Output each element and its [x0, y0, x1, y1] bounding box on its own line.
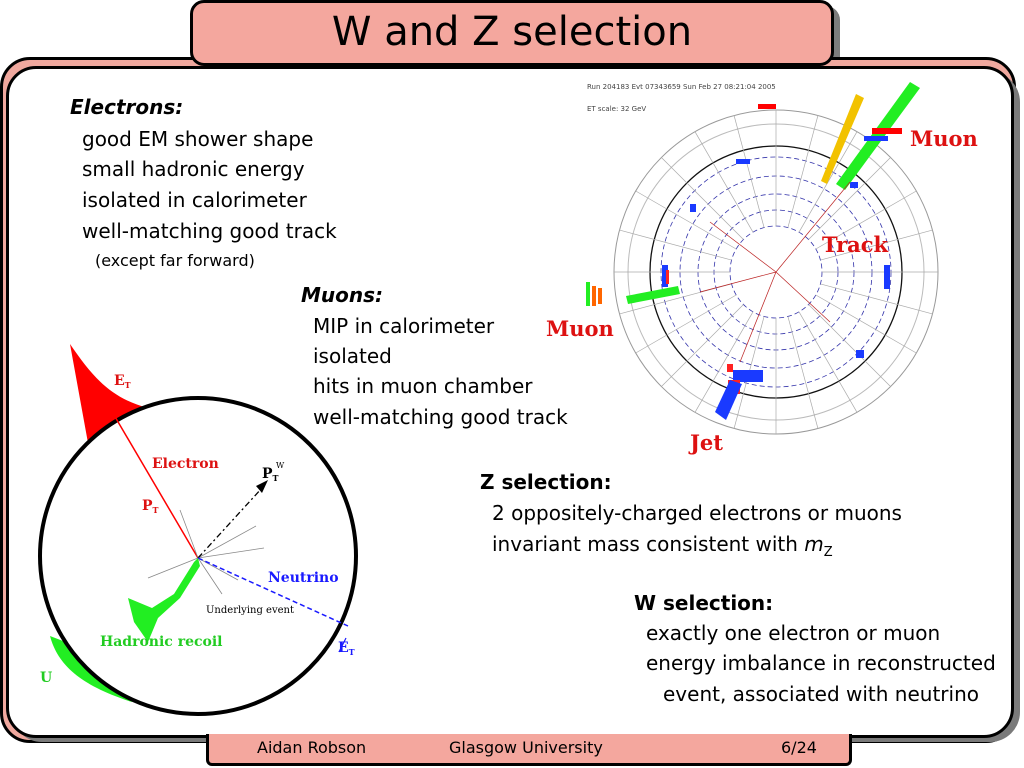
label-underlying-event: Underlying event — [206, 605, 294, 616]
muons-item-2: isolated — [313, 344, 392, 368]
label-track: Track — [822, 232, 889, 257]
footer-page-number: 6/24 — [781, 738, 817, 757]
detector-spoke — [694, 311, 754, 413]
ptw-arrowhead — [256, 480, 268, 493]
electrons-heading: Electrons: — [70, 95, 184, 119]
event-display-header-run: Run 204183 Evt 07343659 Sun Feb 27 08:21… — [587, 83, 776, 91]
calorimeter-towers — [662, 159, 890, 420]
w-selection-line3: event, associated with neutrino — [663, 682, 979, 706]
z-selection-line2: invariant mass consistent with mZ — [492, 529, 833, 568]
scale-marker — [758, 104, 776, 109]
detector-spoke — [694, 131, 754, 233]
missing-et-slash — [338, 637, 347, 653]
hadronic-recoil-arrow — [128, 558, 200, 642]
w-event-diagram: ET Electron PT PT W Neutrino Underlying … — [38, 344, 358, 716]
detector-spoke — [820, 283, 933, 315]
label-missing-et: ET — [338, 640, 355, 657]
detector-spoke — [661, 157, 744, 240]
detector-spoke — [808, 157, 891, 240]
electrons-item-3: isolated in calorimeter — [82, 188, 307, 212]
underlying-event-lines — [147, 509, 265, 595]
ptw-arrow — [197, 487, 263, 559]
z-selection-heading: Z selection: — [480, 470, 612, 494]
detector-spoke — [733, 115, 765, 228]
label-jet: Jet — [688, 430, 723, 455]
event-display-image: Run 204183 Evt 07343659 Sun Feb 27 08:21… — [546, 82, 978, 455]
event-display-header-scale: ET scale: 32 GeV — [587, 105, 646, 113]
detector-spoke — [815, 190, 917, 250]
et-electron-shape — [70, 344, 148, 454]
title-tab: W and Z selection — [190, 0, 834, 66]
muons-heading: Muons: — [301, 283, 384, 307]
label-muon-top: Muon — [910, 126, 978, 151]
muons-item-1: MIP in calorimeter — [313, 314, 495, 338]
label-electron: Electron — [152, 456, 219, 472]
electrons-item-1: good EM shower shape — [82, 127, 314, 151]
mass-symbol: m — [804, 532, 824, 556]
detector-spoke — [661, 304, 744, 387]
electron-line — [103, 397, 199, 559]
label-et: ET — [114, 373, 131, 390]
label-pt: PT — [142, 498, 159, 515]
label-ptw: PT — [262, 466, 279, 483]
muon-tracks — [586, 82, 920, 306]
electrons-note: (except far forward) — [95, 251, 255, 270]
muons-item-4: well-matching good track — [313, 405, 568, 429]
detector-spoke — [820, 229, 933, 261]
footer-author: Aidan Robson — [257, 738, 367, 757]
neutrino-line — [197, 557, 349, 627]
detector-spoke — [635, 294, 737, 354]
label-neutrino: Neutrino — [268, 570, 339, 586]
detector-spoke — [787, 316, 819, 429]
z-selection-line1: 2 oppositely-charged electrons or muons — [492, 501, 902, 525]
detector-spoke — [808, 304, 891, 387]
electrons-item-2: small hadronic energy — [82, 157, 305, 181]
label-muon-left: Muon — [546, 316, 614, 341]
transverse-plane-circle — [38, 396, 358, 716]
slide-title: W and Z selection — [331, 9, 693, 55]
detector-spoke — [619, 229, 732, 261]
detector-spoke — [635, 190, 737, 250]
detector-spoke — [798, 131, 858, 233]
detector-spoke — [815, 294, 917, 354]
detector-spoke — [787, 115, 819, 228]
muons-item-3: hits in muon chamber — [313, 374, 533, 398]
w-selection-line1: exactly one electron or muon — [646, 621, 941, 645]
track-lines — [699, 181, 851, 363]
mass-subscript: Z — [823, 545, 833, 560]
label-hadronic-recoil: Hadronic recoil — [100, 634, 222, 650]
footer-bar: Aidan Robson Glasgow University 6/24 — [206, 734, 852, 766]
detector-spoke — [798, 311, 858, 413]
electrons-item-4: well-matching good track — [82, 219, 337, 243]
w-selection-line2: energy imbalance in reconstructed — [646, 651, 996, 675]
w-selection-heading: W selection: — [634, 591, 774, 615]
z-selection-line2-text: invariant mass consistent with — [492, 532, 805, 556]
detector-spokes — [614, 110, 938, 434]
label-ptw-superscript: W — [276, 461, 285, 470]
footer-institution: Glasgow University — [449, 738, 603, 757]
label-u: U — [40, 670, 52, 686]
